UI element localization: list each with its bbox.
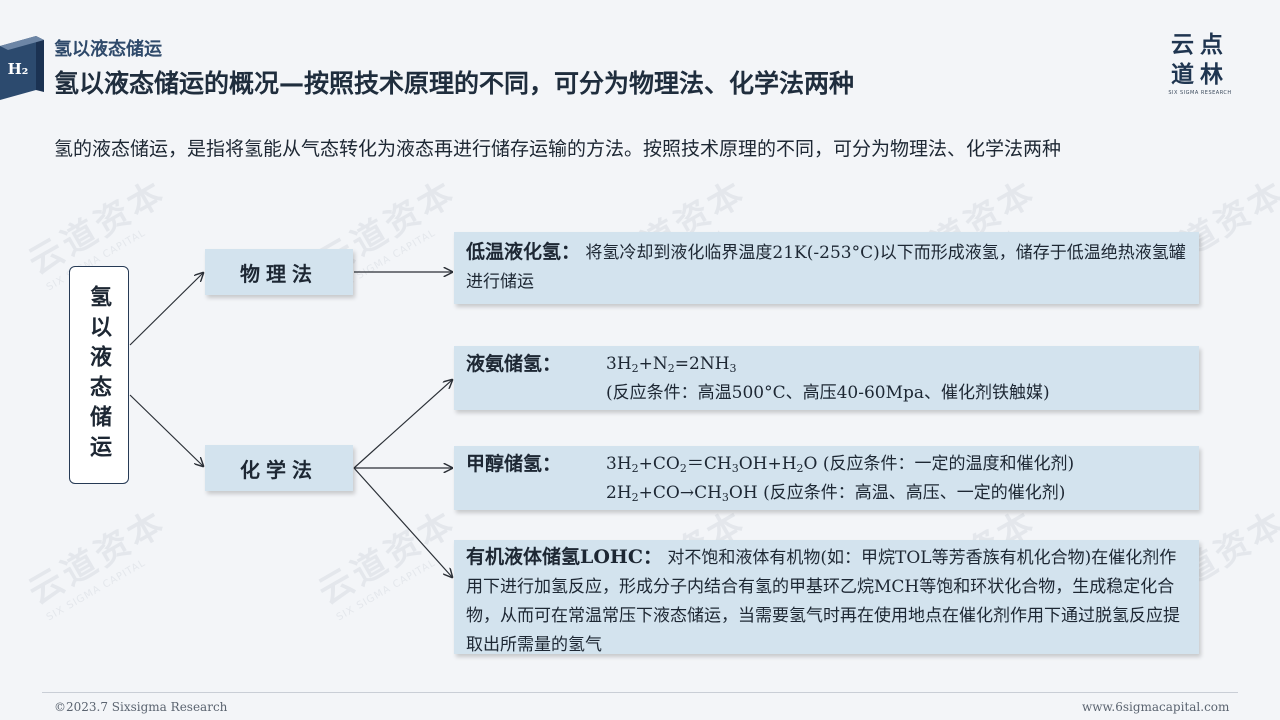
arrow-chemical-box2 (353, 380, 452, 469)
box3-line-2: 2H2+CO→CH3OH (反应条件：高温、高压、一定的催化剂) (606, 483, 1066, 504)
section-subtitle: 氢以液态储运 (54, 39, 162, 60)
h2-badge-icon: H₂ (0, 36, 44, 100)
box-lohc: 有机液体储氢LOHC： 对不饱和液体有机物(如：甲烷TOL等芳香族有机化合物)在… (454, 540, 1199, 655)
root-node: 氢以液态储运 (69, 266, 129, 484)
box1-text: 将氢冷却到液化临界温度21K(-253°C)以下而形成液氢，储存于低温绝热液氢罐… (466, 243, 1186, 292)
arrow-root-physical (129, 273, 203, 346)
chemical-method-node: 化学法 (205, 445, 353, 491)
physical-method-node: 物理法 (205, 249, 353, 295)
box3-label: 甲醇储氢： (466, 453, 562, 475)
box4-text: 对不饱和液体有机物(如：甲烷TOL等芳香族有机化合物)在催化剂作用下进行加氢反应… (466, 548, 1180, 655)
footer-divider (42, 692, 1238, 693)
arrow-root-chemical (129, 394, 203, 466)
intro-paragraph: 氢的液态储运，是指将氢能从气态转化为液态再进行储存运输的方法。按照技术原理的不同… (54, 138, 1062, 160)
logo-line-1: 云点 (1171, 31, 1229, 58)
logo-line-2: 道林 (1171, 61, 1229, 88)
box-liquid-ammonia: 液氨储氢： 3H2+N2=2NH3 (反应条件：高温500°C、高压40-60M… (454, 346, 1199, 410)
box4-label: 有机液体储氢LOHC： (466, 546, 662, 568)
badge-label: H₂ (8, 60, 29, 78)
box3-line-1: 3H2+CO2＝CH3OH+H2O (反应条件：一定的温度和催化剂) (606, 454, 1075, 475)
box2-equation: 3H2+N2=2NH3 (606, 354, 737, 375)
physical-method-label: 物理法 (240, 261, 318, 286)
root-label: 氢以液态储运 (86, 285, 112, 465)
footer-copyright: ©2023.7 Sixsigma Research (54, 700, 228, 714)
arrow-chemical-box4 (353, 467, 452, 577)
brand-logo: 云点 道林 SIX SIGMA RESEARCH (1162, 30, 1238, 96)
box-cryogenic-liquid-hydrogen: 低温液化氢： 将氢冷却到液化临界温度21K(-253°C)以下而形成液氢，储存于… (454, 232, 1199, 304)
logo-subtext: SIX SIGMA RESEARCH (1168, 90, 1232, 96)
box2-condition: (反应条件：高温500°C、高压40-60Mpa、催化剂铁触媒) (606, 383, 1050, 403)
box2-label: 液氨储氢： (466, 353, 562, 375)
chemical-method-label: 化学法 (240, 457, 318, 482)
footer-website: www.6sigmacapital.com (1082, 700, 1230, 714)
box-methanol: 甲醇储氢： 3H2+CO2＝CH3OH+H2O (反应条件：一定的温度和催化剂)… (454, 446, 1199, 510)
page-title: 氢以液态储运的概况—按照技术原理的不同，可分为物理法、化学法两种 (54, 69, 855, 98)
box1-label: 低温液化氢： (466, 241, 581, 263)
